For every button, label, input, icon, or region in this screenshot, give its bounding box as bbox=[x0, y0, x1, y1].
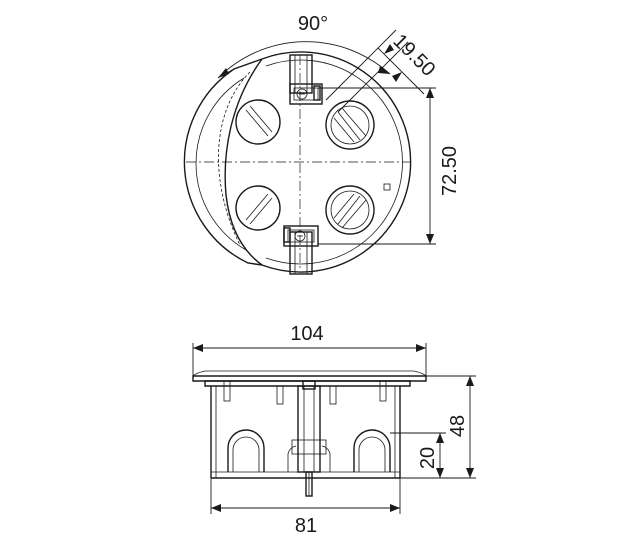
knockout-top-left bbox=[235, 99, 281, 145]
top-width-label: 104 bbox=[290, 323, 323, 345]
total-height-label: 48 bbox=[447, 415, 469, 437]
bottom-fixing-bracket bbox=[283, 225, 319, 275]
side-knockout-center bbox=[287, 445, 331, 472]
angle-dimension: 90° bbox=[217, 13, 391, 79]
side-hidden-posts bbox=[223, 380, 387, 405]
bottom-width-label: 81 bbox=[295, 515, 317, 537]
knockout-bottom-left bbox=[235, 185, 281, 231]
side-knockout-left bbox=[227, 429, 265, 472]
slot-width-label: 19.50 bbox=[388, 30, 439, 81]
box-body bbox=[210, 386, 401, 479]
top-fixing-bracket bbox=[289, 54, 323, 105]
knockout-bottom-right bbox=[325, 185, 375, 235]
lower-height-label: 20 bbox=[417, 447, 439, 469]
side-view: 104 bbox=[192, 323, 476, 537]
total-height-dimension: 48 bbox=[400, 375, 476, 479]
top-view: 90° 19.50 72.50 bbox=[183, 13, 461, 275]
top-width-dimension: 104 bbox=[192, 323, 427, 376]
top-view-body-outline bbox=[261, 51, 412, 273]
angle-label: 90° bbox=[298, 13, 328, 35]
top-view-cover-outer bbox=[183, 58, 263, 266]
top-view-cover-edge bbox=[224, 58, 263, 266]
side-center-post bbox=[291, 380, 327, 497]
side-knockout-right bbox=[353, 429, 391, 472]
flange-lip bbox=[204, 380, 411, 387]
height-dimension: 72.50 bbox=[318, 87, 461, 245]
top-view-cover-rim bbox=[195, 77, 247, 251]
top-view-cover-hidden-line bbox=[218, 71, 251, 246]
bottom-width-dimension: 81 bbox=[210, 478, 401, 537]
flange bbox=[192, 375, 427, 382]
knockout-top-right bbox=[325, 100, 375, 150]
rim-tick bbox=[383, 183, 391, 191]
height-label: 72.50 bbox=[439, 146, 461, 196]
top-view-inner-rim bbox=[265, 59, 403, 265]
lower-height-dimension: 20 bbox=[390, 432, 446, 478]
